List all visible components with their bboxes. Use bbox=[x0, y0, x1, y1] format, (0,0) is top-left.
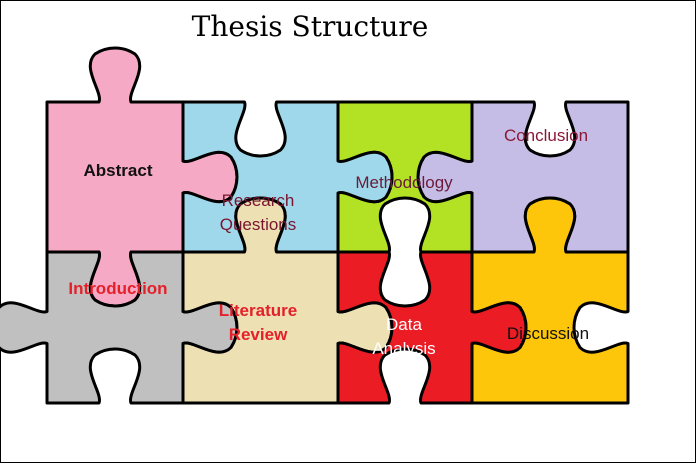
piece-label-line: Analysis bbox=[372, 339, 435, 358]
piece-label-line: Questions bbox=[220, 215, 297, 234]
piece-label-line: Literature bbox=[219, 301, 297, 320]
piece-label-line: Research bbox=[222, 191, 295, 210]
piece-label-line: Conclusion bbox=[504, 126, 588, 145]
piece-shape-data bbox=[336, 250, 528, 405]
piece-label-abstract: Abstract bbox=[84, 161, 153, 180]
piece-label-introduction: Introduction bbox=[68, 279, 167, 298]
piece-label-line: Review bbox=[229, 325, 288, 344]
piece-label-discussion: Discussion bbox=[507, 324, 589, 343]
piece-label-line: Data bbox=[386, 315, 422, 334]
piece-label-line: Methodology bbox=[355, 173, 453, 192]
piece-label-conclusion: Conclusion bbox=[504, 126, 588, 145]
puzzle-piece-data bbox=[336, 250, 528, 405]
piece-label-line: Introduction bbox=[68, 279, 167, 298]
piece-label-line: Discussion bbox=[507, 324, 589, 343]
piece-label-methodology: Methodology bbox=[355, 173, 453, 192]
piece-label-line: Abstract bbox=[84, 161, 153, 180]
diagram-title: Thesis Structure bbox=[191, 10, 429, 43]
